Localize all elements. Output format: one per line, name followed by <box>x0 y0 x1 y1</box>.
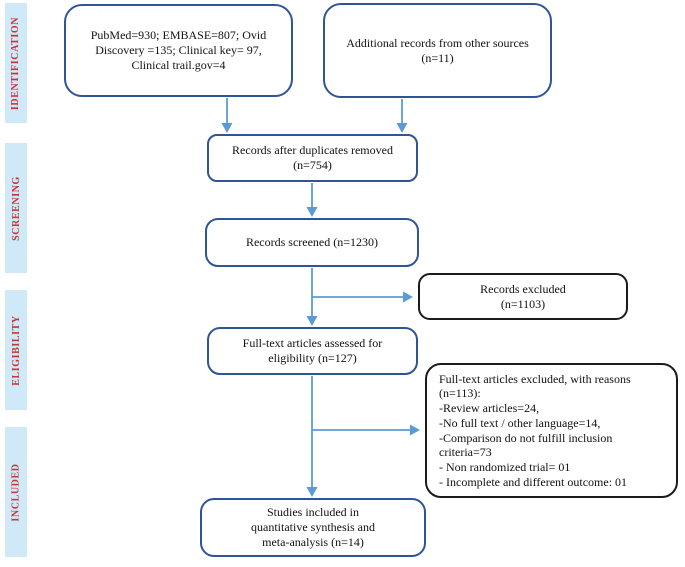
arrow-screened-to-excluded <box>312 291 413 303</box>
box-duplicates-removed-line: (n=754) <box>293 158 332 172</box>
box-fulltext-excluded-line: -Review articles=24, <box>439 401 540 415</box>
box-records-excluded-line: (n=1103) <box>500 296 546 311</box>
box-fulltext-excluded-line: -Comparison do not fulfill inclusion <box>439 430 613 445</box>
stage-included-label: INCLUDED <box>10 462 22 522</box>
arrow-sources-to-duplicates <box>221 98 233 133</box>
box-identification-sources-line: PubMed=930; EMBASE=807; Ovid <box>90 28 267 43</box>
box-fulltext-excluded-line: criteria=73 <box>439 445 492 460</box>
stage-included: INCLUDED <box>5 427 27 557</box>
box-fulltext-assessed-line: eligibility (n=127) <box>268 351 357 365</box>
box-additional-records-line: Additional records from other sources <box>346 35 529 50</box>
box-fulltext-assessed: Full-text articles assessed for eligibil… <box>207 327 418 375</box>
box-studies-included-line: Studies included in <box>267 505 359 520</box>
stage-eligibility-label: ELIGIBILITY <box>10 314 22 386</box>
box-fulltext-excluded-line: -No full text / other language=14, <box>439 415 601 430</box>
box-studies-included: Studies included in quantitative synthes… <box>200 498 426 557</box>
arrow-fulltext-to-fulltext-excluded <box>312 424 420 436</box>
box-studies-included-line: meta-analysis (n=14) <box>262 534 364 549</box>
arrow-fulltext-to-included <box>306 376 318 497</box>
box-additional-records-line: (n=11) <box>421 50 454 65</box>
box-studies-included-line: quantitative synthesis and <box>251 520 375 535</box>
stage-eligibility: ELIGIBILITY <box>5 290 27 410</box>
box-fulltext-excluded-line: - Non randomized trial= 01 <box>439 460 571 474</box>
stage-screening: SCREENING <box>5 143 27 273</box>
box-duplicates-removed-line: Records after duplicates removed <box>232 143 393 158</box>
box-duplicates-removed: Records after duplicates removed (n=754) <box>207 134 418 182</box>
box-records-screened-line: Records screened (n=1230) <box>245 235 379 250</box>
box-identification-sources: PubMed=930; EMBASE=807; Ovid Discovery =… <box>64 4 293 97</box>
box-identification-sources-line: Clinical trail.gov=4 <box>131 57 226 72</box>
stage-identification: IDENTIFICATION <box>5 3 27 123</box>
box-additional-records: Additional records from other sources (n… <box>323 3 552 98</box>
box-records-excluded-line: Records excluded <box>480 281 566 296</box>
box-fulltext-excluded: Full-text articles excluded, with reason… <box>425 363 678 498</box>
box-fulltext-excluded-line: Full-text articles excluded, with reason… <box>439 371 631 386</box>
box-fulltext-assessed-line: Full-text articles assessed for <box>242 336 383 351</box>
arrow-additional-to-duplicates <box>396 99 408 133</box>
stage-identification-label: IDENTIFICATION <box>10 16 22 110</box>
arrow-duplicates-to-screened <box>306 183 318 217</box>
box-records-screened: Records screened (n=1230) <box>205 218 419 267</box>
arrow-screened-to-fulltext <box>306 268 318 326</box>
stage-screening-label: SCREENING <box>10 175 22 241</box>
box-records-excluded: Records excluded (n=1103) <box>418 273 628 320</box>
box-fulltext-excluded-line: - Incomplete and different outcome: 01 <box>439 474 628 489</box>
box-fulltext-excluded-line: (n=113): <box>439 386 481 401</box>
box-identification-sources-line: Discovery =135; Clinical key= 97, <box>95 43 262 58</box>
